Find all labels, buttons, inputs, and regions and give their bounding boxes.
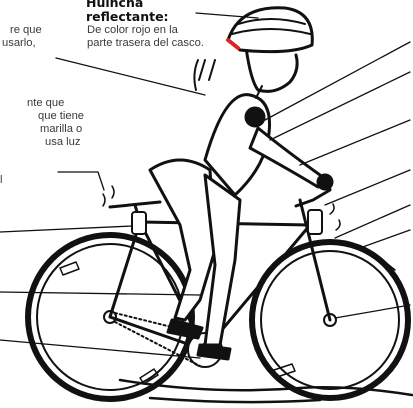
description-line-2: parte trasera del casco. (87, 37, 204, 49)
helmet-icon (226, 6, 314, 54)
left-partial-text-top: re que usarlo, (2, 24, 42, 50)
left-mid-line-4: usa luz (45, 136, 81, 148)
left-mid-line-1: nte que (27, 97, 65, 109)
heading-line-1: Huincha (86, 0, 144, 10)
motion-strokes (193, 59, 216, 91)
front-wheel-reflector-icon (273, 363, 296, 378)
callout-heading: Huincha reflectante: (86, 0, 169, 23)
rider-legs (148, 158, 242, 361)
left-mid-line-3: marilla o (40, 123, 83, 135)
shoulder-badge-icon (244, 106, 266, 128)
rear-light-icon (131, 211, 147, 235)
callout-lines (0, 12, 411, 359)
left-partial-text-mid: nte que que tiene marilla o usa luz (0, 97, 84, 149)
left-low-line-1: l (0, 174, 3, 186)
callout-description: De color rojo en la parte trasera del ca… (87, 24, 204, 50)
glove-icon (316, 173, 334, 191)
front-light-icon (307, 209, 323, 235)
left-partial-text-low: l (0, 174, 3, 187)
bike-lights (102, 185, 341, 235)
left-top-line-1: re que (10, 24, 42, 36)
rider-torso (203, 93, 334, 197)
reflective-tape-icon (226, 38, 240, 50)
rear-wheel-reflector-icon (59, 261, 80, 276)
description-line-1: De color rojo en la (87, 24, 178, 36)
left-mid-line-2: que tiene (38, 110, 85, 122)
left-top-line-2: usarlo, (2, 37, 36, 49)
heading-line-2: reflectante: (86, 9, 169, 24)
